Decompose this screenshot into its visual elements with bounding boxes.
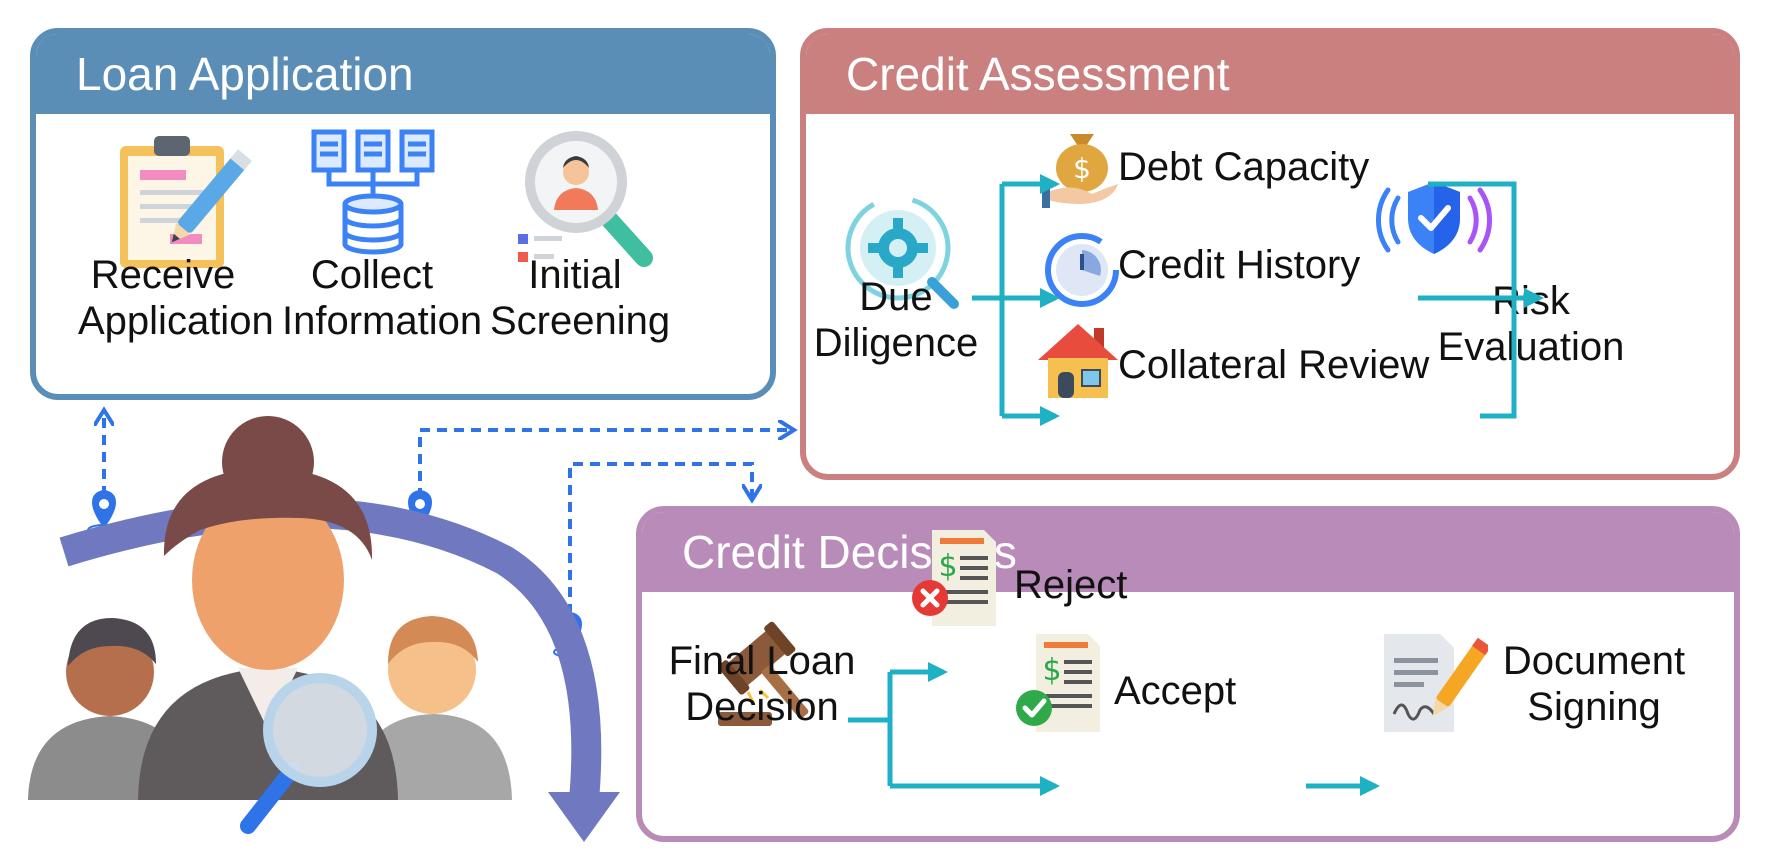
credit-assessment-header: Credit Assessment	[806, 34, 1734, 114]
money-bag-hand-icon: $	[1042, 134, 1118, 208]
due-diligence-line-2: Diligence	[813, 321, 979, 365]
final-loan-decision-line-2: Decision	[685, 685, 839, 729]
document-signing-icon	[1384, 634, 1488, 732]
credit-assessment-title: Credit Assessment	[846, 48, 1230, 100]
rejected-document-icon: $	[912, 530, 996, 626]
dashed-connectors	[104, 412, 792, 614]
credit-assessment-panel: Credit Assessment $	[800, 28, 1740, 480]
risk-evaluation-line-2: Evaluation	[1437, 325, 1625, 369]
accept-label: Accept	[1114, 669, 1237, 713]
magnifier-person-icon	[518, 131, 653, 267]
due-diligence-line-1: Due	[859, 275, 933, 319]
dashed-arrow-to-credit-decisions	[568, 462, 752, 614]
clock-icon	[1045, 233, 1119, 307]
reject-label: Reject	[1014, 563, 1128, 607]
step-label-receive-application: Receive Application	[78, 252, 274, 344]
risk-evaluation-label: Risk Evaluation	[1426, 278, 1636, 370]
dashed-arrow-to-credit-assessment	[418, 430, 792, 498]
collateral-review-label: Collateral Review	[1118, 343, 1430, 387]
document-signing-label: Document Signing	[1494, 638, 1694, 730]
loan-officer-team-icon	[28, 416, 512, 834]
svg-text:$: $	[938, 549, 957, 584]
gavel-icon	[718, 621, 809, 726]
loan-application-panel: Loan Application	[30, 28, 776, 400]
credit-decisions-flow	[848, 662, 1380, 796]
database-documents-icon	[311, 129, 435, 255]
document-signing-line-1: Document	[1502, 639, 1686, 683]
debt-capacity-label: Debt Capacity	[1118, 145, 1370, 189]
house-icon	[1038, 324, 1118, 398]
step-line-1: Collect	[310, 253, 434, 297]
credit-decisions-header: Credit Decisions	[642, 512, 1734, 592]
credit-assessment-flow	[972, 174, 1544, 426]
clipboard-pencil-icon	[120, 136, 252, 268]
final-loan-decision-line-1: Final Loan	[668, 639, 856, 683]
step-line-1: Receive	[90, 253, 236, 297]
document-signing-line-2: Signing	[1527, 685, 1661, 729]
credit-history-label: Credit History	[1118, 243, 1361, 287]
step-line-1: Initial	[528, 253, 622, 297]
shield-check-icon	[1376, 182, 1492, 254]
gear-magnifier-icon	[845, 195, 959, 309]
step-line-2: Screening	[490, 299, 671, 343]
svg-text:$: $	[1042, 653, 1061, 688]
svg-text:$: $	[1073, 152, 1091, 185]
accepted-document-icon: $	[1016, 634, 1100, 732]
due-diligence-label: Due Diligence	[806, 274, 986, 366]
credit-decisions-panel: Credit Decisions $ $	[636, 506, 1740, 842]
final-loan-decision-label: Final Loan Decision	[642, 638, 882, 730]
step-label-collect-information: Collect Information	[282, 252, 483, 344]
loan-application-header: Loan Application	[36, 34, 770, 114]
step-line-2: Information	[282, 299, 483, 343]
loan-application-title: Loan Application	[76, 48, 414, 100]
step-label-initial-screening: Initial Screening	[490, 252, 671, 344]
step-line-2: Application	[78, 299, 274, 343]
